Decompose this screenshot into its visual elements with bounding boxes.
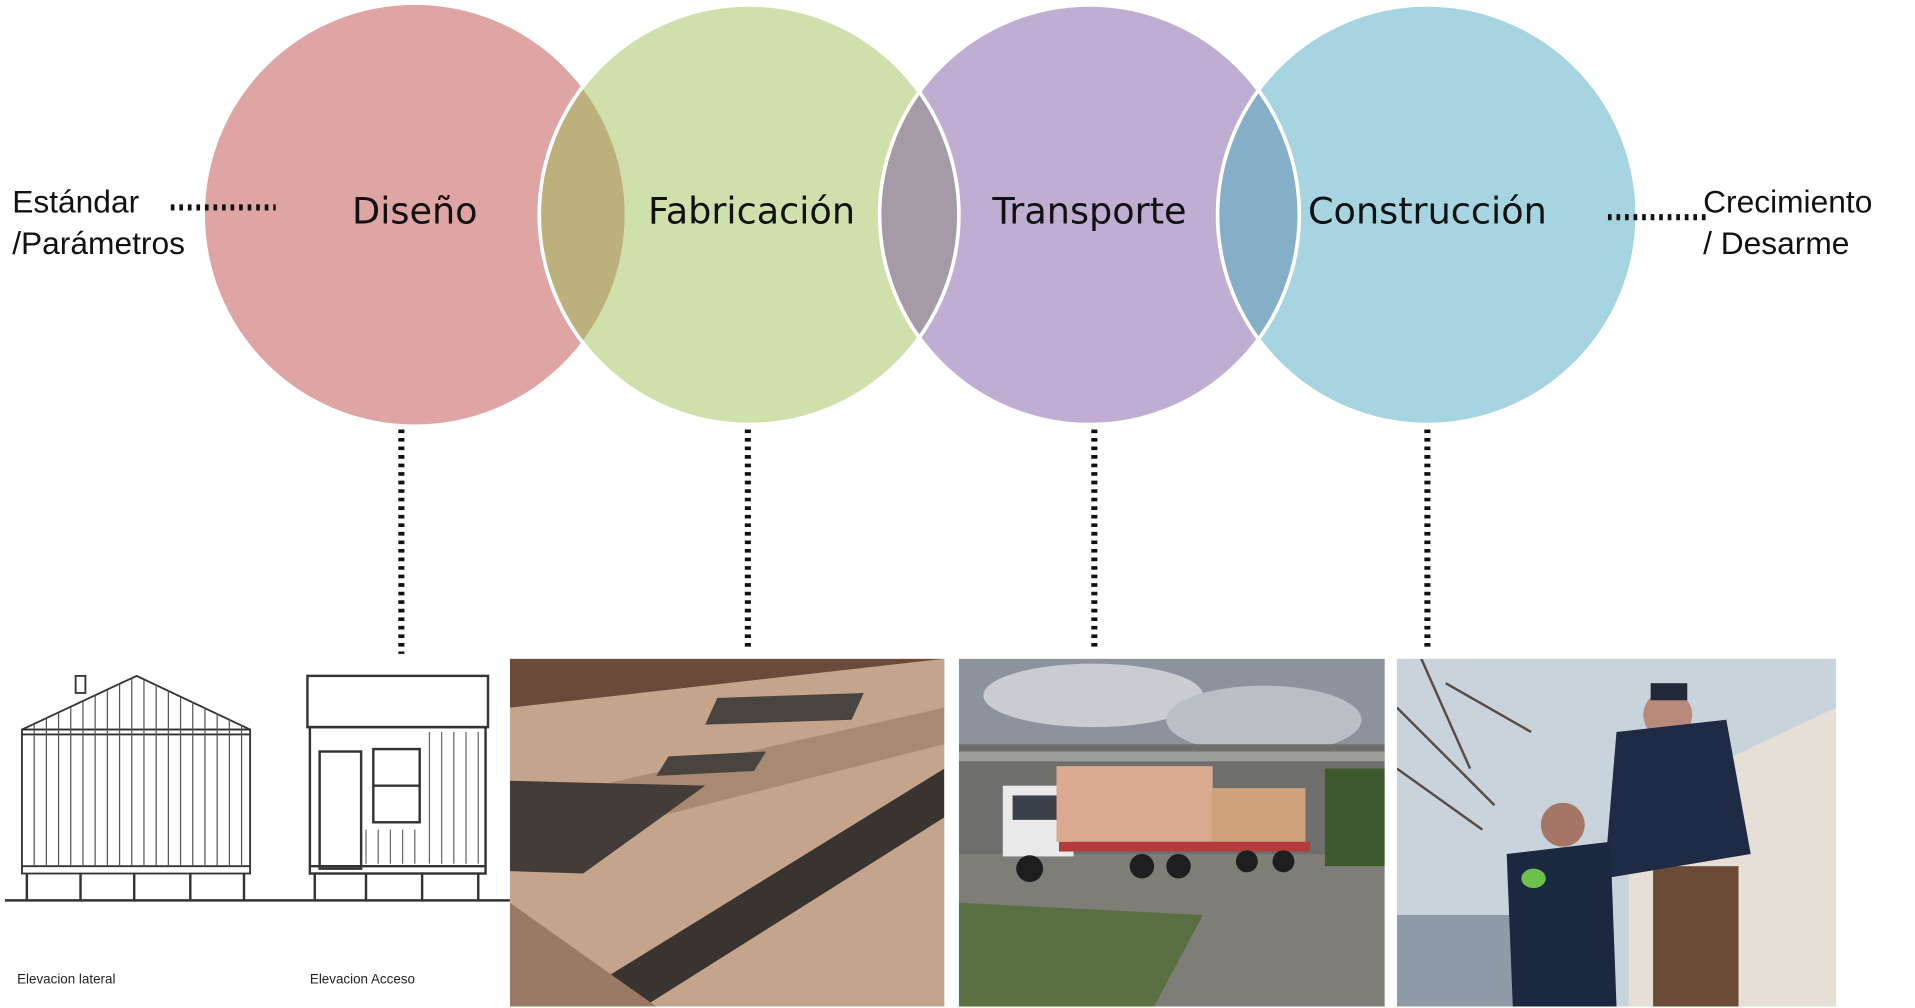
stage-label-construccion: Construcción [1307,190,1547,234]
transport-photo [958,658,1385,1007]
design-drawing: Elevacion lateral Elevacion Acceso [0,658,510,1007]
construction-photo [1396,658,1837,1007]
right-label-line1: Crecimiento [1703,183,1873,220]
fabrication-photo [509,658,945,1007]
stage-label-diseno: Diseño [352,190,478,234]
circle-transporte [879,4,1300,425]
circle-fabricacion [539,4,959,425]
left-label-line2: /Parámetros [12,224,185,262]
circle-construccion [1217,4,1638,425]
stage-label-fabricacion: Fabricación [648,190,856,234]
stage-label-transporte: Transporte [992,190,1187,234]
circle-diseno [204,4,625,425]
right-label: Crecimiento / Desarme [1703,181,1872,264]
caption-access: Elevacion Acceso [310,971,415,986]
right-label-line2: / Desarme [1703,224,1850,262]
left-label: Estándar /Parámetros [12,181,185,264]
left-label-line1: Estándar [12,183,140,220]
caption-lateral: Elevacion lateral [17,971,115,986]
